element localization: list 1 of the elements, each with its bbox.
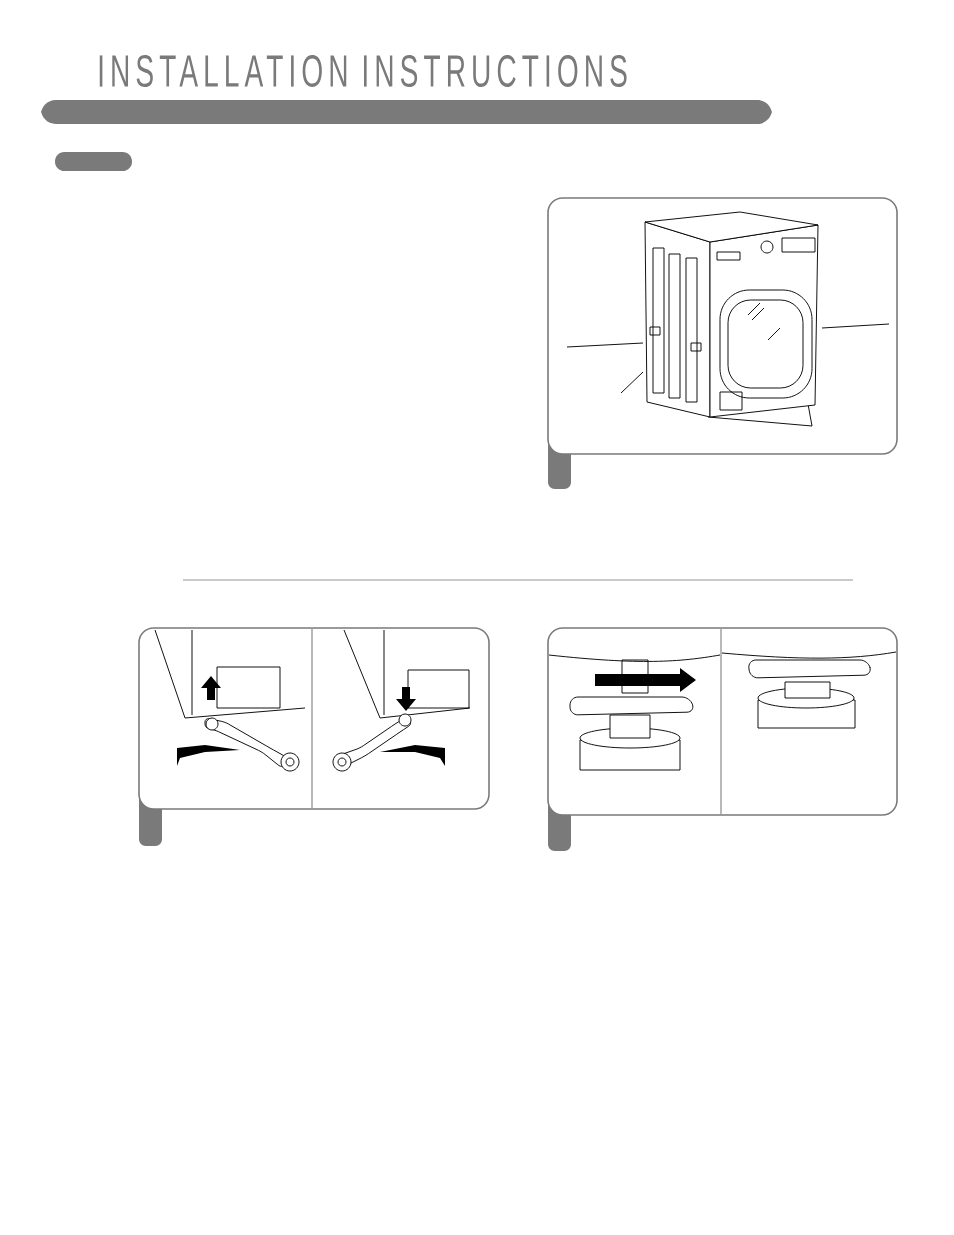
page-title: INSTALLATION INSTRUCTIONS xyxy=(99,54,627,88)
